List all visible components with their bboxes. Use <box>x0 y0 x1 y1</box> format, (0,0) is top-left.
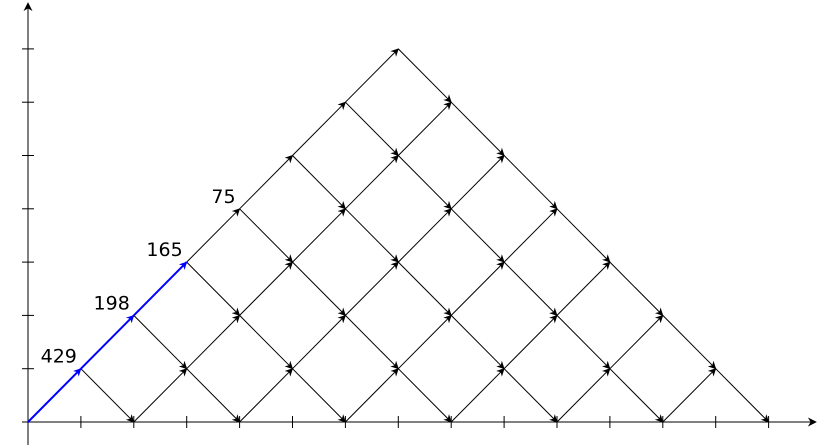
edge-11-3-to-12-2 <box>609 261 664 316</box>
edge-8-6-to-9-5 <box>450 101 505 157</box>
edge-7-5-to-8-6 <box>397 101 452 156</box>
edge-12-0-to-13-1 <box>662 368 717 423</box>
edge-11-1-to-12-2 <box>609 314 664 370</box>
edge-8-2-to-9-3 <box>450 261 505 316</box>
edge-8-4-to-9-3 <box>450 208 505 263</box>
edge-4-2-to-5-1 <box>239 315 294 370</box>
edge-6-2-to-7-1 <box>345 315 399 370</box>
edge-4-4-to-5-3 <box>239 208 294 263</box>
y-ticks <box>22 48 34 370</box>
edge-12-2-to-13-1 <box>662 315 717 370</box>
edge-7-7-to-8-6 <box>397 48 452 103</box>
edge-3-1-to-4-2 <box>186 314 241 370</box>
edge-5-1-to-6-0 <box>292 368 346 423</box>
edge-4-0-to-5-1 <box>239 368 294 423</box>
edge-4-4-to-5-5 <box>239 154 294 210</box>
edge-9-5-to-10-4 <box>503 155 558 210</box>
edge-6-4-to-7-5 <box>345 154 399 210</box>
point-label-2: 165 <box>146 239 182 261</box>
edge-3-1-to-4-0 <box>186 368 241 423</box>
edge-4-2-to-5-3 <box>239 261 294 316</box>
edge-5-3-to-6-4 <box>292 208 346 263</box>
edge-6-6-to-7-5 <box>345 101 399 157</box>
edge-8-0-to-9-1 <box>450 368 505 423</box>
edge-10-2-to-11-3 <box>556 261 611 316</box>
edge-11-1-to-12-0 <box>609 368 664 423</box>
edge-6-2-to-7-3 <box>345 261 399 316</box>
edge-3-3-to-4-2 <box>186 261 241 316</box>
edge-6-6-to-7-7 <box>345 48 399 103</box>
edge-6-0-to-7-1 <box>345 368 399 423</box>
edge-3-3-to-4-4 <box>186 208 241 263</box>
edge-2-0-to-3-1 <box>133 368 188 423</box>
edge-13-1-to-14-0 <box>715 368 770 423</box>
edge-9-1-to-10-0 <box>503 368 558 423</box>
edge-5-3-to-6-2 <box>292 261 346 316</box>
edge-2-2-to-3-1 <box>133 315 188 370</box>
edge-10-4-to-11-3 <box>556 208 611 263</box>
lattice-edges <box>80 48 770 423</box>
edge-7-3-to-8-4 <box>397 208 452 263</box>
point-label-1: 198 <box>94 292 130 314</box>
highlighted-path <box>27 261 188 423</box>
highlight-edge-1-1-to-2-2 <box>80 314 135 370</box>
edge-7-3-to-8-2 <box>397 261 452 316</box>
edge-9-3-to-10-4 <box>503 208 558 263</box>
edge-7-1-to-8-0 <box>397 368 452 423</box>
highlight-edge-0-0-to-1-1 <box>27 367 82 423</box>
edge-7-1-to-8-2 <box>397 314 452 370</box>
edge-1-1-to-2-0 <box>80 368 135 423</box>
edge-9-1-to-10-2 <box>503 314 558 370</box>
edge-9-3-to-10-2 <box>503 261 558 316</box>
edge-10-0-to-11-1 <box>556 368 611 423</box>
edge-8-2-to-9-1 <box>450 315 505 370</box>
point-label-0: 429 <box>41 346 77 368</box>
point-label-3: 75 <box>211 186 235 208</box>
edge-7-5-to-8-4 <box>397 155 452 210</box>
edge-10-2-to-11-1 <box>556 315 611 370</box>
edge-5-5-to-6-6 <box>292 101 346 156</box>
edge-6-4-to-7-3 <box>345 208 399 263</box>
edge-8-4-to-9-5 <box>450 154 505 210</box>
point-labels: 429 198 165 75 <box>41 186 236 368</box>
edge-5-1-to-6-2 <box>292 314 346 370</box>
highlight-edge-2-2-to-3-3 <box>133 261 188 317</box>
edge-5-5-to-6-4 <box>292 155 346 210</box>
